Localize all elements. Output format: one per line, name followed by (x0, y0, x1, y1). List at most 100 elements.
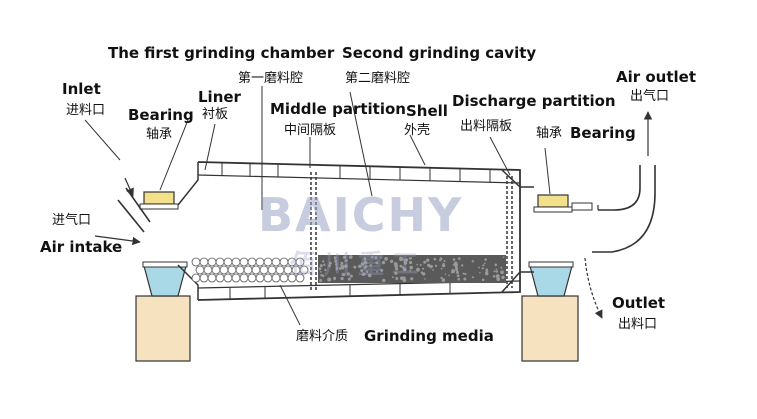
fine-media-grain (494, 263, 498, 267)
fine-media-grain (410, 277, 414, 281)
label-liner-zh: 衬板 (202, 107, 229, 122)
grinding-ball (207, 273, 217, 283)
fine-media-grain (426, 258, 430, 262)
fine-media-grain (403, 276, 406, 279)
grinding-ball (295, 273, 305, 283)
fine-media-grain (334, 257, 337, 260)
fine-media-grain (416, 263, 418, 266)
fine-media-grain (484, 262, 486, 265)
grinding-ball (251, 265, 261, 275)
grinding-ball (267, 265, 277, 275)
fine-media-grain (451, 269, 456, 274)
grinding-ball (223, 257, 233, 267)
grinding-ball (231, 273, 241, 283)
fine-media-grain (478, 266, 480, 269)
fine-media-grain (345, 259, 348, 262)
grinding-ball (243, 265, 253, 275)
left-foundation (135, 295, 191, 362)
label-grinding-media-zh: 磨料介质 (296, 329, 349, 344)
fine-media-grain (334, 261, 337, 264)
fine-media-grain (481, 267, 484, 270)
fine-media-grain (427, 263, 431, 267)
label-liner: Liner (198, 88, 241, 106)
fine-media-grain (424, 278, 426, 280)
fine-media-grain (399, 256, 403, 261)
fine-media-grain (501, 275, 505, 280)
fine-media-grain (408, 260, 413, 265)
fine-media-grain (363, 260, 368, 265)
fine-media-grain (422, 267, 425, 270)
fine-media-grain (456, 270, 459, 274)
label-bearing-left-zh: 轴承 (146, 127, 173, 142)
fine-media-grain (443, 260, 446, 262)
fine-media-grain (321, 274, 325, 278)
fine-media-grain (419, 263, 422, 266)
fine-media-grain (501, 271, 504, 274)
fine-media-grain (349, 255, 353, 259)
fine-media-grain (394, 264, 398, 268)
fine-media-grain (463, 277, 467, 281)
grinding-ball (219, 265, 229, 275)
fine-media-grain (492, 275, 496, 278)
right-foundation (521, 295, 579, 362)
fine-media-grain (318, 267, 322, 271)
grinding-ball (227, 265, 237, 275)
grinding-ball (203, 265, 213, 275)
fine-media-grain (319, 271, 322, 273)
fine-media-grain (324, 268, 327, 271)
label-air-intake: Air intake (40, 238, 123, 256)
fine-media-grain (380, 268, 384, 272)
grinding-ball (215, 273, 225, 283)
fine-media-grain (484, 258, 487, 261)
fine-media-grain (439, 259, 442, 262)
fine-media-grain (335, 264, 338, 267)
fine-media-grain (461, 264, 464, 267)
label-bearing-left: Bearing (128, 106, 194, 124)
fine-media-grain (444, 273, 447, 275)
fine-media-grain (458, 257, 461, 260)
fine-media-grain (381, 260, 386, 265)
fine-media-grain (400, 276, 404, 280)
fine-media-grain (390, 259, 394, 263)
fine-media-grain (327, 277, 332, 282)
label-middle-partition: Middle partition (270, 100, 406, 118)
fine-media-grain (482, 264, 485, 267)
fine-media-texture (318, 255, 505, 283)
fine-media-grain (344, 264, 348, 268)
grinding-balls (191, 257, 309, 283)
fine-media-grain (375, 261, 379, 265)
fine-media-grain (338, 267, 342, 270)
left-bearing (143, 191, 175, 205)
grinding-ball (255, 257, 265, 267)
label-inlet: Inlet (62, 80, 101, 98)
air-outlet-pipe (598, 165, 641, 211)
fine-media-grain (382, 278, 386, 283)
mill-shell (197, 161, 521, 301)
fine-media-grain (422, 272, 426, 276)
fine-media-grain (362, 272, 366, 276)
grinding-ball (231, 257, 241, 267)
grinding-ball (263, 257, 273, 267)
fine-media-grain (336, 268, 338, 270)
grinding-ball (271, 273, 281, 283)
grinding-ball (247, 273, 257, 283)
fine-media-grain (457, 277, 461, 281)
fine-media-grain (409, 266, 413, 270)
fine-media-grain (340, 277, 344, 281)
label-grinding-media: Grinding media (364, 327, 494, 345)
fine-media-grain (416, 267, 420, 272)
fine-media-grain (339, 264, 342, 266)
grinding-ball (223, 273, 233, 283)
grinding-ball (259, 265, 269, 275)
fine-media-grain (448, 274, 450, 277)
fine-media-grain (493, 270, 496, 273)
watermark-brand: BAICHY (258, 188, 464, 242)
fine-media-grain (367, 273, 372, 278)
label-bearing-right-zh: 轴承 (536, 126, 563, 141)
fine-media-grain (455, 268, 459, 272)
fine-media-grain (360, 262, 364, 266)
fine-media-grain (374, 256, 378, 260)
fine-media-grain (399, 264, 403, 268)
fine-media-grain (319, 279, 323, 282)
fine-media-grain (464, 272, 467, 276)
